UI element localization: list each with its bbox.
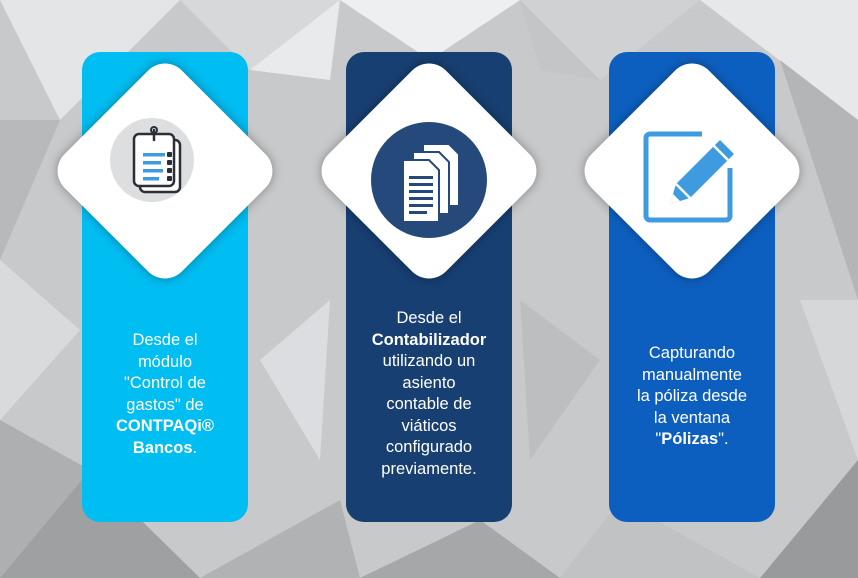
card2-text: Desde el Contabilizador utilizando un as… <box>354 308 504 480</box>
text-line: la ventana <box>653 408 731 427</box>
text-line: Capturando <box>648 344 736 362</box>
card1-text: Desde el módulo "Control de gastos" de C… <box>92 330 238 459</box>
text-line: previamente. <box>381 459 477 478</box>
text-line: CONTPAQi® <box>115 417 215 435</box>
text-line: Desde el <box>396 309 462 327</box>
text-line: Desde el <box>132 331 198 349</box>
text-line: utilizando un <box>382 352 476 370</box>
text-line: Bancos. <box>132 438 198 457</box>
clipboard-checklist-icon <box>132 126 182 194</box>
text-line: viáticos <box>401 416 457 435</box>
card1-icon-circle <box>110 118 194 202</box>
edit-pencil-icon <box>643 131 734 223</box>
card3-text: Capturando manualmente la póliza desde l… <box>617 343 767 451</box>
text-line: asiento <box>402 373 456 392</box>
text-line: "Control de <box>124 374 206 392</box>
text-line: contable de <box>386 395 472 413</box>
text-line: Contabilizador <box>371 330 487 349</box>
text-line: configurado <box>385 438 473 456</box>
card3-icon <box>636 124 748 236</box>
text-line: gastos" de <box>126 395 204 414</box>
text-line: la póliza desde <box>636 387 748 405</box>
text-line: manualmente <box>642 365 742 384</box>
text-line: "Pólizas". <box>655 430 729 448</box>
text-line: módulo <box>137 352 193 371</box>
stacked-documents-icon <box>402 143 460 223</box>
card2-icon-circle <box>371 122 487 238</box>
